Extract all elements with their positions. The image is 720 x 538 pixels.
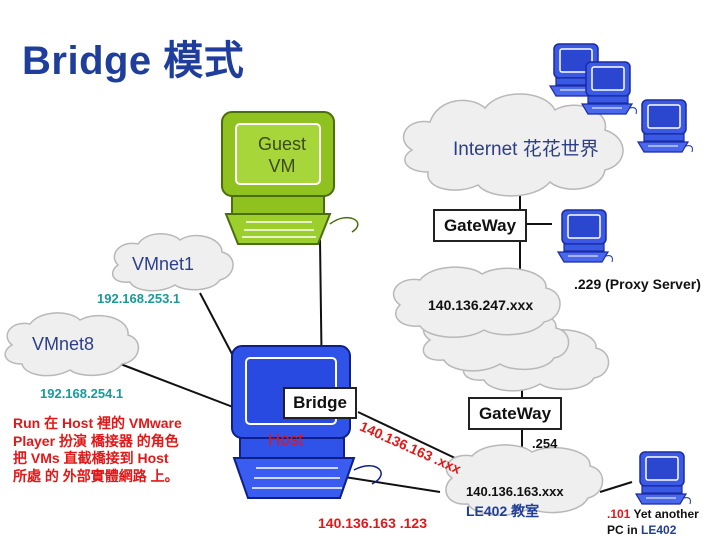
another-pc-label: .101 Yet another PC in LE402	[607, 506, 699, 538]
host-label: Host	[268, 430, 303, 449]
vmnet1-label: VMnet1	[132, 254, 195, 274]
le402-room-suffix: 教室	[507, 503, 540, 519]
internet-cloud	[402, 93, 624, 197]
vmnet1-ip: 192.168.253.1	[97, 291, 181, 306]
net-247-cloud-front	[392, 266, 561, 338]
internet-pc-2	[581, 61, 638, 115]
page-title: Bridge 模式	[22, 39, 245, 83]
le402-cloud	[445, 444, 604, 516]
note-line-2: Player 扮演 橋接器 的角色	[13, 432, 179, 449]
another-pc	[635, 451, 692, 505]
guest-vm-computer	[221, 111, 359, 245]
bridge-note: Run 在 Host 裡的 VMware Player 扮演 橋接器 的角色 把…	[13, 415, 182, 485]
vmnet8-label: VMnet8	[32, 334, 95, 354]
gateway-bottom-box: GateWay	[468, 397, 562, 430]
host-ip-label: 140.136.163 .123	[318, 515, 427, 531]
note-line-4: 所處 的 外部實體網路 上。	[13, 467, 179, 484]
gateway-top-box: GateWay	[433, 209, 527, 242]
le402-net-label: 140.136.163.xxx	[466, 484, 564, 499]
gateway-254-label: .254	[532, 436, 558, 451]
another-pc-text2: PC in	[607, 523, 642, 537]
note-line-3: 把 VMs 直截橋接到 Host	[13, 450, 169, 466]
vmnet8-cloud	[4, 312, 140, 377]
note-line-1: Run 在 Host 裡的 VMware	[13, 415, 182, 431]
internet-cloud-label: Internet 花花世界	[453, 139, 599, 160]
net-247-label: 140.136.247.xxx	[428, 297, 534, 313]
another-pc-line1: .101 Yet another	[607, 506, 699, 522]
vmnet1-cloud	[111, 233, 234, 292]
another-pc-ip: .101	[607, 507, 631, 521]
another-pc-line2: PC in LE402	[607, 522, 699, 538]
guest-vm-label: Guest VM	[257, 134, 307, 176]
host-computer	[231, 345, 382, 499]
proxy-server-pc	[557, 209, 614, 263]
another-pc-text1: Yet another	[630, 507, 699, 521]
internet-pc-3	[637, 99, 694, 153]
proxy-server-label: .229 (Proxy Server)	[574, 276, 701, 292]
bridge-box: Bridge	[283, 387, 357, 419]
le402-room-code: LE402	[466, 503, 508, 519]
le402-room-label: LE402 教室	[466, 501, 539, 521]
vmnet8-ip: 192.168.254.1	[40, 386, 124, 401]
another-pc-room: LE402	[641, 523, 677, 537]
